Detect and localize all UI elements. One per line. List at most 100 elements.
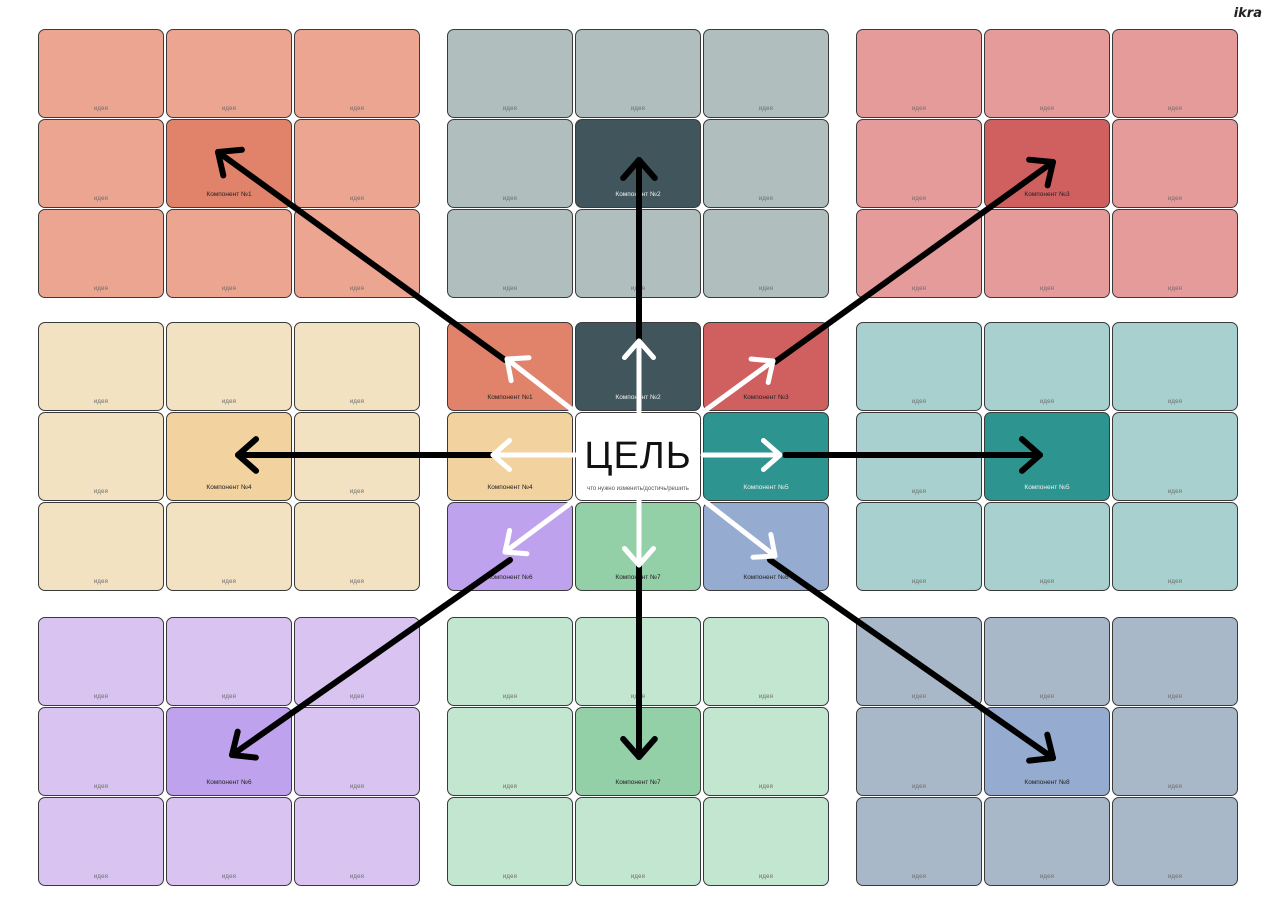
component-label: Компонент №5 [743, 484, 789, 491]
idea-cell[interactable]: идея [856, 322, 982, 411]
idea-cell[interactable]: идея [984, 502, 1110, 591]
idea-cell[interactable]: идея [856, 29, 982, 118]
idea-cell[interactable]: идея [856, 119, 982, 208]
idea-cell[interactable]: идея [294, 322, 420, 411]
idea-cell[interactable]: идея [1112, 617, 1238, 706]
idea-label: идея [758, 286, 774, 292]
center-component-cell-6[interactable]: Компонент №6 [447, 502, 573, 591]
idea-cell[interactable]: идея [575, 209, 701, 298]
idea-cell[interactable]: идея [856, 707, 982, 796]
idea-label: идея [1167, 694, 1183, 700]
component-cell-2[interactable]: Компонент №2 [575, 119, 701, 208]
idea-label: идея [221, 694, 237, 700]
center-component-cell-1[interactable]: Компонент №1 [447, 322, 573, 411]
idea-cell[interactable]: идея [166, 29, 292, 118]
idea-cell[interactable]: идея [447, 707, 573, 796]
idea-label: идея [911, 106, 927, 112]
component-cell-8[interactable]: Компонент №8 [984, 707, 1110, 796]
idea-cell[interactable]: идея [38, 707, 164, 796]
idea-cell[interactable]: идея [38, 617, 164, 706]
idea-cell[interactable]: идея [294, 209, 420, 298]
idea-cell[interactable]: идея [166, 209, 292, 298]
idea-cell[interactable]: идея [1112, 412, 1238, 501]
component-cell-7[interactable]: Компонент №7 [575, 707, 701, 796]
idea-cell[interactable]: идея [294, 617, 420, 706]
idea-cell[interactable]: идея [984, 797, 1110, 886]
idea-cell[interactable]: идея [38, 322, 164, 411]
idea-cell[interactable]: идея [703, 29, 829, 118]
idea-cell[interactable]: идея [575, 797, 701, 886]
idea-cell[interactable]: идея [294, 119, 420, 208]
idea-cell[interactable]: идея [856, 797, 982, 886]
idea-label: идея [502, 874, 518, 880]
idea-cell[interactable]: идея [294, 412, 420, 501]
idea-label: идея [1167, 489, 1183, 495]
idea-cell[interactable]: идея [703, 707, 829, 796]
idea-cell[interactable]: идея [166, 617, 292, 706]
idea-cell[interactable]: идея [856, 502, 982, 591]
idea-cell[interactable]: идея [294, 707, 420, 796]
idea-label: идея [911, 399, 927, 405]
idea-cell[interactable]: идея [856, 617, 982, 706]
idea-cell[interactable]: идея [38, 29, 164, 118]
idea-cell[interactable]: идея [984, 29, 1110, 118]
center-component-cell-3[interactable]: Компонент №3 [703, 322, 829, 411]
idea-cell[interactable]: идея [703, 797, 829, 886]
idea-cell[interactable]: идея [703, 119, 829, 208]
idea-cell[interactable]: идея [1112, 502, 1238, 591]
component-cell-6[interactable]: Компонент №6 [166, 707, 292, 796]
idea-cell[interactable]: идея [703, 209, 829, 298]
idea-cell[interactable]: идея [38, 412, 164, 501]
idea-label: идея [1167, 579, 1183, 585]
idea-label: идея [93, 784, 109, 790]
idea-cell[interactable]: идея [1112, 209, 1238, 298]
idea-cell[interactable]: идея [447, 209, 573, 298]
idea-cell[interactable]: идея [38, 797, 164, 886]
idea-cell[interactable]: идея [984, 209, 1110, 298]
idea-cell[interactable]: идея [38, 502, 164, 591]
idea-cell[interactable]: идея [447, 617, 573, 706]
idea-cell[interactable]: идея [38, 209, 164, 298]
center-component-cell-5[interactable]: Компонент №5 [703, 412, 829, 501]
center-component-cell-8[interactable]: Компонент №8 [703, 502, 829, 591]
idea-cell[interactable]: идея [166, 322, 292, 411]
idea-cell[interactable]: идея [294, 502, 420, 591]
center-component-cell-2[interactable]: Компонент №2 [575, 322, 701, 411]
idea-label: идея [93, 489, 109, 495]
idea-label: идея [502, 106, 518, 112]
idea-label: идея [1167, 196, 1183, 202]
idea-cell[interactable]: идея [166, 797, 292, 886]
component-cell-3[interactable]: Компонент №3 [984, 119, 1110, 208]
idea-cell[interactable]: идея [294, 797, 420, 886]
idea-cell[interactable]: идея [38, 119, 164, 208]
center-component-cell-7[interactable]: Компонент №7 [575, 502, 701, 591]
component-cell-1[interactable]: Компонент №1 [166, 119, 292, 208]
component-cell-5[interactable]: Компонент №5 [984, 412, 1110, 501]
idea-cell[interactable]: идея [575, 617, 701, 706]
idea-cell[interactable]: идея [166, 502, 292, 591]
idea-cell[interactable]: идея [1112, 797, 1238, 886]
idea-cell[interactable]: идея [856, 412, 982, 501]
idea-cell[interactable]: идея [856, 209, 982, 298]
component-cell-4[interactable]: Компонент №4 [166, 412, 292, 501]
idea-cell[interactable]: идея [447, 29, 573, 118]
idea-label: идея [221, 579, 237, 585]
idea-label: идея [911, 489, 927, 495]
idea-cell[interactable]: идея [1112, 707, 1238, 796]
idea-cell[interactable]: идея [294, 29, 420, 118]
idea-cell[interactable]: идея [575, 29, 701, 118]
idea-label: идея [911, 286, 927, 292]
idea-cell[interactable]: идея [1112, 119, 1238, 208]
idea-cell[interactable]: идея [1112, 322, 1238, 411]
idea-cell[interactable]: идея [703, 617, 829, 706]
idea-cell[interactable]: идея [1112, 29, 1238, 118]
idea-label: идея [758, 874, 774, 880]
center-component-cell-4[interactable]: Компонент №4 [447, 412, 573, 501]
idea-cell[interactable]: идея [984, 322, 1110, 411]
idea-cell[interactable]: идея [984, 617, 1110, 706]
idea-cell[interactable]: идея [447, 797, 573, 886]
component-label: Компонент №5 [1024, 484, 1070, 491]
idea-label: идея [349, 489, 365, 495]
idea-cell[interactable]: идея [447, 119, 573, 208]
